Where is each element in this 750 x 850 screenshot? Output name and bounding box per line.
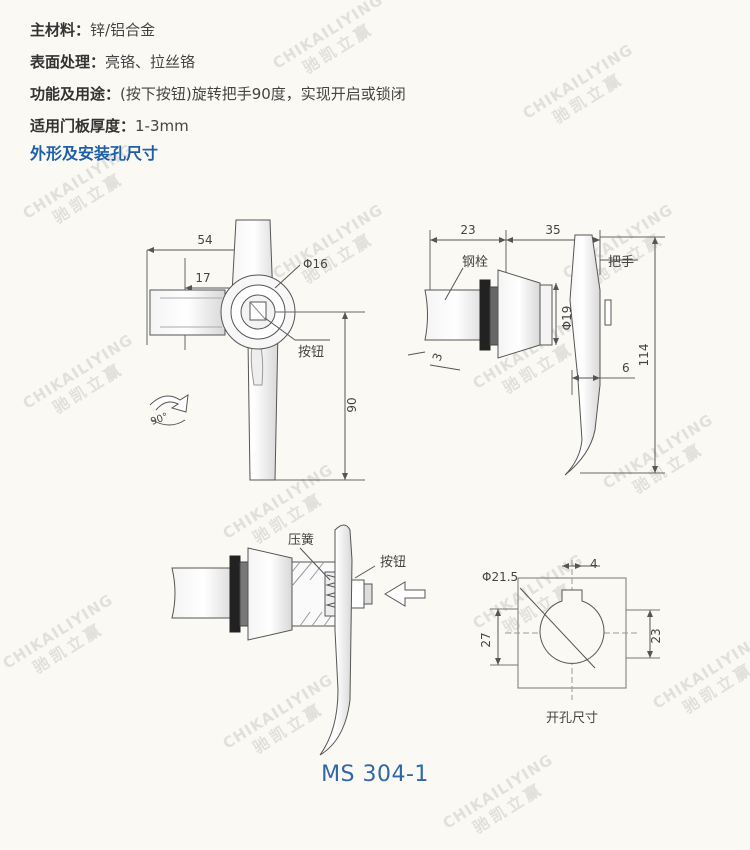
front-dim-diameter: Φ16 [303,257,328,271]
spec-material: 主材料：锌/铝合金 [30,21,156,39]
side-dim-thickness: 3 [430,351,446,363]
spec-thickness: 适用门板厚度：1-3mm [30,117,189,135]
side-dim-b: 35 [545,223,560,237]
cutout-label: 开孔尺寸 [546,711,598,726]
section-title: 外形及安装孔尺寸 [30,144,159,163]
side-dim-diameter: Φ19 [560,306,574,331]
cutout-dim-right: 23 [649,628,663,643]
cutout-dim-left: 27 [479,632,493,647]
section-label-button: 按钮 [380,555,406,570]
cutout-view [490,560,660,700]
front-label-button: 按钮 [298,345,324,360]
front-dim-offset: 17 [195,271,210,285]
cutout-dim-diameter: Φ21.5 [482,570,518,584]
side-label-pin: 钢栓 [462,255,488,270]
spec-surface: 表面处理：亮铬、拉丝铬 [30,53,196,71]
cutout-dim-top: 4 [590,557,598,571]
section-label-spring: 压簧 [288,532,314,548]
front-view [146,219,365,481]
model-number: MS 304-1 [321,762,429,787]
front-dim-width: 54 [197,233,212,247]
technical-drawing: 54 17 Φ16 90 按钮 90° [146,219,665,756]
side-dim-gap: 6 [622,361,630,375]
spec-list: 主材料：锌/铝合金 表面处理：亮铬、拉丝铬 功能及用途：(按下按钮)旋转把手90… [30,14,406,142]
section-view [171,524,426,756]
side-dim-height: 114 [637,344,651,367]
side-dim-a: 23 [460,223,475,237]
spec-function: 功能及用途：(按下按钮)旋转把手90度，实现开启或锁闭 [30,85,406,103]
front-dim-height: 90 [345,397,359,412]
side-label-handle: 把手 [608,255,634,270]
side-view [407,230,665,476]
